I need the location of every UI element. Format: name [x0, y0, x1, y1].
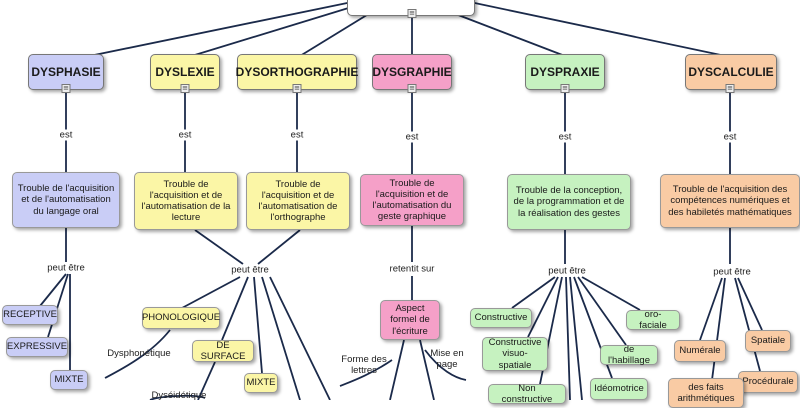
curve-dysphonetique	[104, 329, 171, 379]
curve-mise	[424, 349, 467, 381]
type-receptive[interactable]: RECEPTIVE	[2, 305, 58, 325]
title-dysorthographie[interactable]: DYSORTHOGRAPHIE	[236, 54, 358, 90]
edge-root-dyslexie	[184, 5, 356, 59]
edge-desurface-dyseid	[197, 361, 216, 400]
desc-dysphasie[interactable]: Trouble de l'acquisition et de l'automat…	[12, 172, 120, 228]
title-dyscalculie[interactable]: DYSCALCULIE	[685, 54, 777, 90]
edge-peut-down	[261, 276, 301, 400]
edge-peut-mixte	[253, 276, 263, 374]
curve-forme	[339, 359, 393, 387]
type-constructive-visuo-spatiale[interactable]: Constructive visuo-spatiale	[482, 337, 548, 371]
type-phonologique[interactable]: PHONOLOGIQUE	[142, 307, 220, 329]
type-numerale[interactable]: Numérale	[674, 340, 726, 362]
type-ideomotrice[interactable]: Idéomotrice	[590, 378, 648, 400]
edge-root-dyspraxie	[439, 7, 566, 57]
expand-icon[interactable]: ≡	[407, 9, 417, 18]
link-est-dyscalculie: est	[721, 131, 739, 143]
edge-peut-faits	[711, 277, 726, 381]
edge-root-dysorthographie	[299, 9, 376, 57]
type-habillage[interactable]: de l'habillage	[600, 344, 658, 366]
link-peut-etre-dyscalculie: peut être	[711, 266, 753, 278]
aspect-formel[interactable]: Aspect formel de l'écriture	[380, 300, 440, 340]
edge-peut-phonologique	[181, 276, 241, 309]
edge-dysortho-peut	[257, 229, 301, 265]
link-est-dyspraxie: est	[556, 131, 574, 143]
edge-aspect-mise	[419, 339, 435, 400]
desc-dyspraxie[interactable]: Trouble de la conception, de la programm…	[507, 174, 631, 230]
expand-icon[interactable]: ≡	[560, 84, 570, 93]
edge-peut-desurface	[221, 276, 249, 341]
curve-dyseidetique	[149, 394, 206, 400]
aspect-forme-lettres: Forme des lettres	[341, 354, 387, 377]
edge-aspect-forme	[389, 339, 405, 400]
edge-peut-habillage	[577, 276, 627, 346]
type-constructive[interactable]: Constructive	[470, 308, 532, 328]
link-peut-etre-dyslexie: peut être	[229, 264, 271, 276]
expand-icon[interactable]: ≡	[61, 84, 71, 93]
desc-dysorthographie[interactable]: Trouble de l'acquisition et de l'automat…	[246, 172, 350, 230]
aspect-mise-en-page: Mise en page	[430, 348, 464, 371]
link-est-dyslexie: est	[176, 129, 194, 141]
edge-dyslexie-peut	[194, 229, 244, 265]
edge-dysphasie-receptive	[39, 273, 67, 307]
edge-peut-down3	[565, 276, 571, 400]
type-spatiale[interactable]: Spatiale	[745, 330, 791, 352]
link-est-dysphasie: est	[57, 129, 75, 141]
type-mixte[interactable]: MIXTE	[50, 370, 88, 390]
edge-peut-constructive	[511, 276, 556, 309]
type-de-surface[interactable]: DE SURFACE	[192, 340, 254, 362]
expand-icon[interactable]: ≡	[292, 84, 302, 93]
edge-peut-procedurale	[734, 277, 761, 372]
edge-peut-down4	[569, 276, 583, 400]
link-retentit-sur: retentit sur	[387, 263, 437, 275]
edge-peut-down2	[269, 276, 331, 400]
expand-icon[interactable]: ≡	[725, 84, 735, 93]
desc-dysgraphie[interactable]: Trouble de l'acquisition et de l'automat…	[360, 174, 464, 226]
subtype-dyseidetique: Dyséidétique	[151, 390, 207, 401]
link-est-dysgraphie: est	[403, 131, 421, 143]
link-peut-etre-dysphasie: peut être	[45, 262, 87, 274]
edge-root-dyscalculie	[469, 1, 736, 59]
edge-peut-spatiale	[737, 277, 763, 331]
type-procedurale[interactable]: Procédurale	[738, 371, 798, 393]
subtype-dysphonetique: Dysphonétique	[107, 348, 171, 359]
edge-peut-numerale	[699, 277, 723, 341]
edge-peut-visuo	[527, 276, 559, 338]
type-mixte-dyslexie[interactable]: MIXTE	[244, 373, 278, 393]
desc-dyscalculie[interactable]: Trouble de l'acquisition des compétences…	[660, 174, 800, 228]
edge-dysphasie-expressive	[47, 273, 69, 338]
type-expressive[interactable]: EXPRESSIVE	[6, 337, 68, 357]
desc-dyslexie[interactable]: Trouble de l'acquisition et de l'automat…	[134, 172, 238, 230]
type-non-constructive[interactable]: Non constructive	[488, 383, 566, 405]
link-est-dysorthographie: est	[288, 129, 306, 141]
type-faits-arithmetiques[interactable]: des faits arithmétiques	[668, 378, 744, 408]
link-peut-etre-dyspraxie: peut être	[546, 265, 588, 277]
edge-peut-orofaciale	[581, 276, 641, 311]
expand-icon[interactable]: ≡	[180, 84, 190, 93]
expand-icon[interactable]: ≡	[407, 84, 417, 93]
edge-root-dysphasie	[69, 1, 353, 61]
type-oro-faciale[interactable]: oro-faciale	[626, 309, 680, 331]
